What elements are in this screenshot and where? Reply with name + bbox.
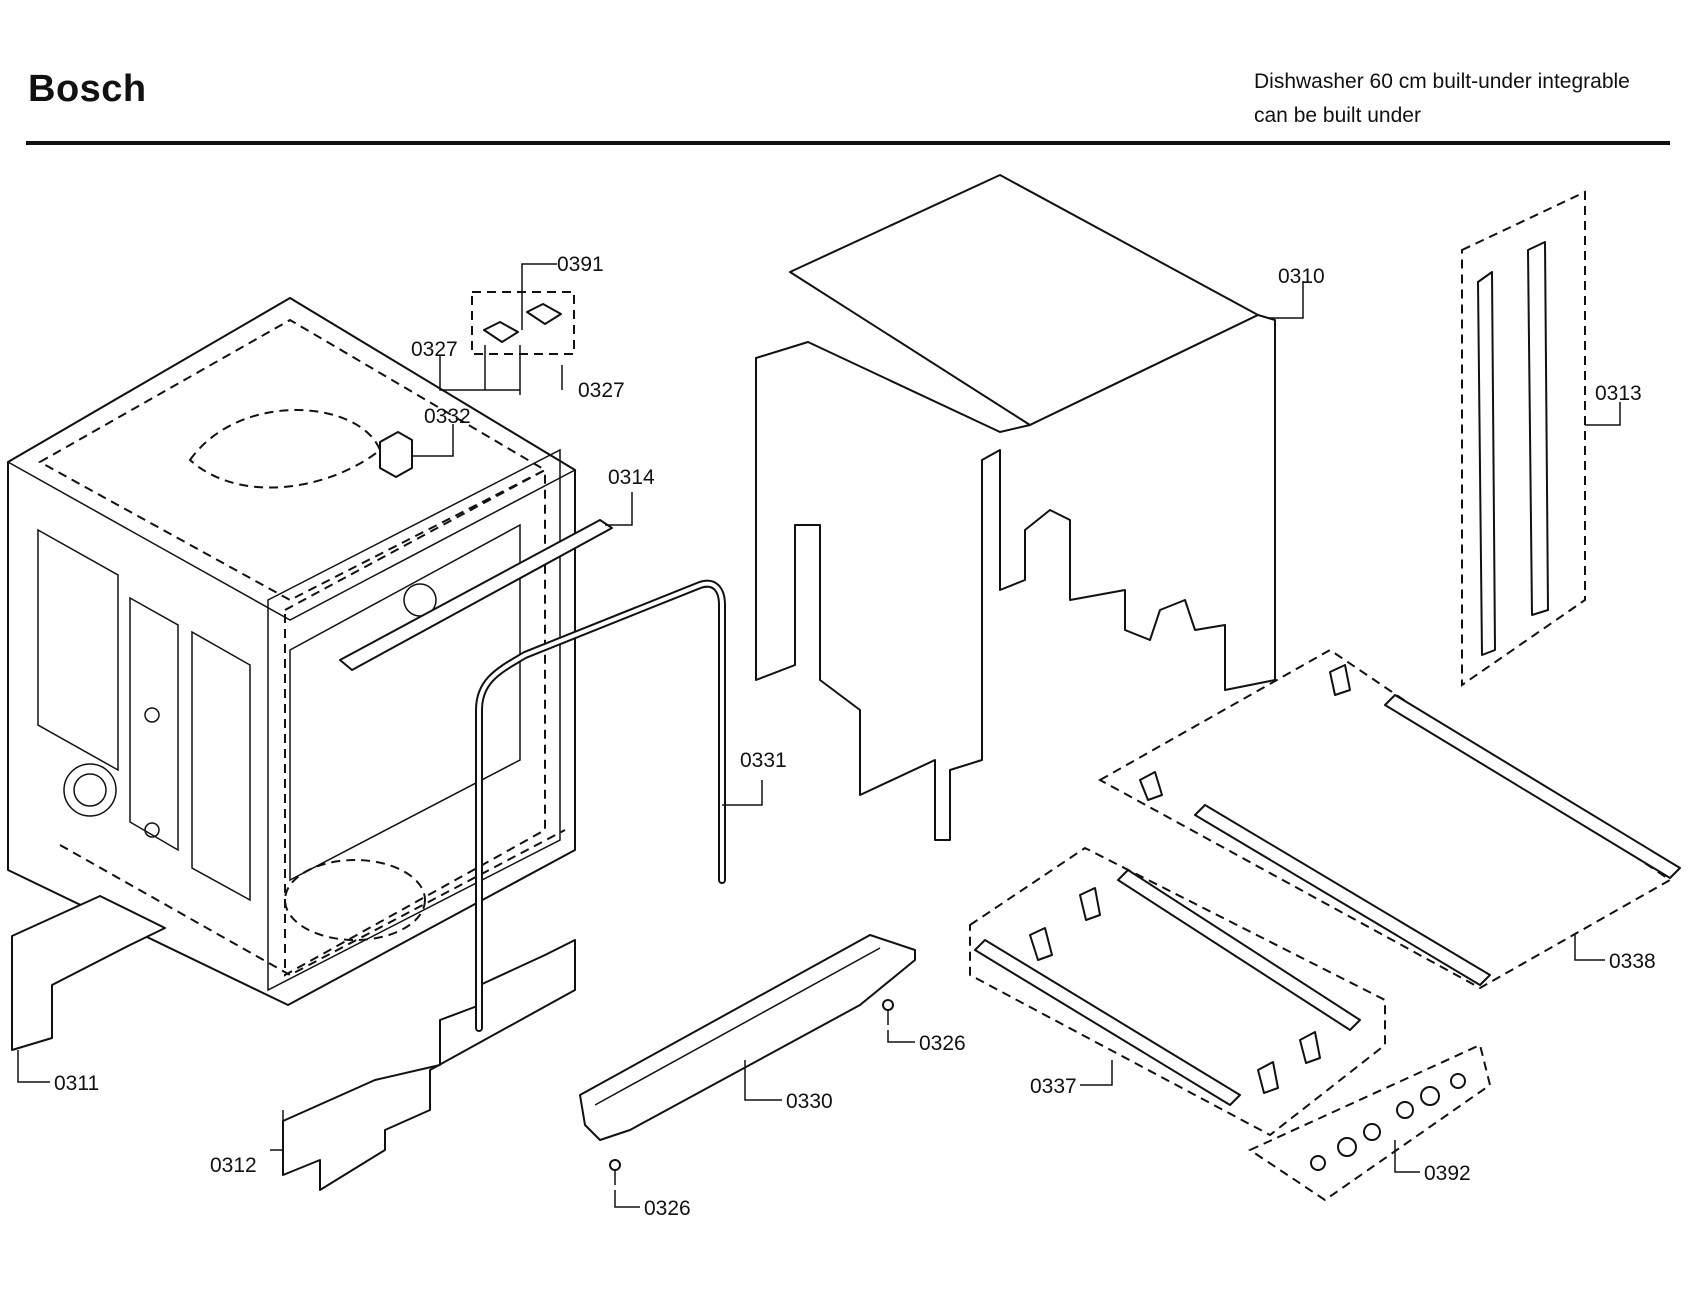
part-label-0337: 0337 (1030, 1075, 1077, 1098)
header-divider (26, 141, 1670, 145)
part-label-0392: 0392 (1424, 1162, 1471, 1185)
leader-lines (17, 263, 1621, 1208)
part-0311-illustration (11, 895, 166, 1051)
part-label-0327-right: 0327 (578, 379, 625, 402)
part-0330-illustration (579, 934, 916, 1141)
part-0332-illustration (379, 431, 413, 478)
part-label-0391: 0391 (557, 253, 604, 276)
part-label-0326-upper: 0326 (919, 1032, 966, 1055)
part-0392-group-box (1247, 1043, 1492, 1202)
part-label-0332: 0332 (424, 405, 471, 428)
part-label-0313: 0313 (1595, 382, 1642, 405)
tub-assembly-illustration (6, 297, 577, 1006)
part-0338-group-box (1097, 648, 1672, 990)
part-label-0314: 0314 (608, 466, 655, 489)
part-label-0310: 0310 (1278, 265, 1325, 288)
part-0310-illustration (755, 174, 1276, 841)
part-0392-wheels-illustration (1310, 1073, 1466, 1171)
part-labels: 0391 0327 0327 0332 0314 0310 0313 0331 … (54, 253, 1656, 1220)
part-0313-group-box (1461, 190, 1586, 687)
part-label-0338: 0338 (1609, 950, 1656, 973)
part-label-0312: 0312 (210, 1154, 257, 1177)
part-label-0330: 0330 (786, 1090, 833, 1113)
part-label-0326-lower: 0326 (644, 1197, 691, 1220)
brand-name: Bosch (28, 68, 147, 110)
part-0337-group-box (969, 846, 1386, 1137)
model-description-line2: can be built under (1254, 104, 1421, 127)
part-0314-illustration (339, 519, 613, 671)
part-0326-screw-illustration (609, 999, 894, 1185)
part-0312-illustration (282, 939, 576, 1191)
part-label-0331: 0331 (740, 749, 787, 772)
part-label-0327-left: 0327 (411, 338, 458, 361)
part-0391-group-box (471, 291, 575, 355)
part-label-0311: 0311 (54, 1072, 99, 1095)
model-description-line1: Dishwasher 60 cm built-under integrable (1254, 70, 1630, 93)
